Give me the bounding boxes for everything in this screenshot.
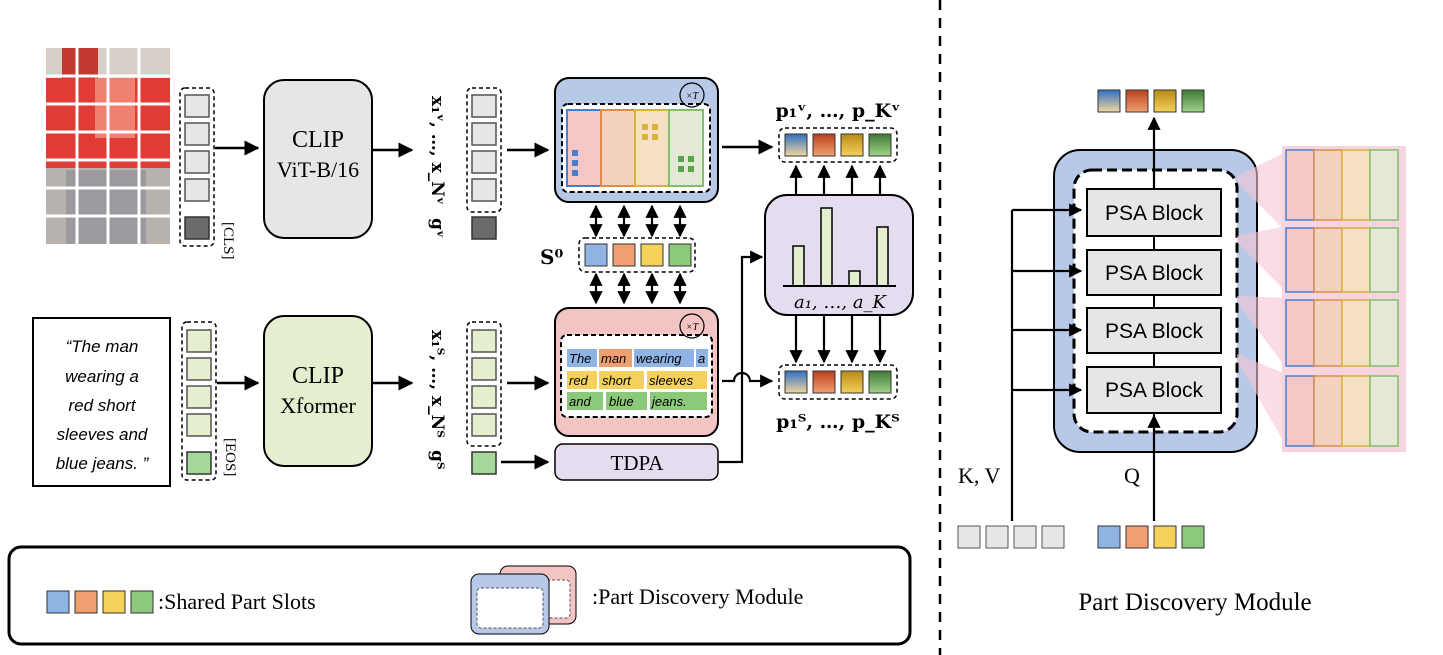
svg-text:PSA Block: PSA Block	[1105, 379, 1204, 402]
text-feature-label: x₁ᵀ, …, x_Nᵀ	[427, 330, 447, 438]
visual-global-label: gᵛ	[427, 218, 447, 238]
pdm-legend-label: :Part Discovery Module	[592, 584, 803, 609]
word-chip: red	[569, 373, 589, 388]
text-part-discovery-module: ×T The man wearing a red short sleeves a…	[554, 307, 719, 437]
visual-feature-label: x₁ᵛ, …, x_Nᵛ	[427, 96, 447, 205]
initial-part-slots: S⁰	[540, 237, 696, 273]
text-token-column	[181, 321, 217, 481]
svg-text:Xformer: Xformer	[280, 393, 356, 418]
svg-text:“The man: “The man	[66, 337, 139, 356]
caption-quote: “The man wearing a red short sleeves and…	[32, 317, 171, 487]
visual-features: x₁ᵛ, …, x_Nᵛ gᵛ	[427, 87, 502, 240]
pdm-output-tokens	[1097, 89, 1205, 113]
tdpa-box: TDPA	[554, 443, 719, 481]
pdm-detail-title: Part Discovery Module	[1078, 589, 1311, 616]
text-part-tokens: p₁ᵀ, …, p_Kᵀ	[776, 364, 900, 433]
attention-map-row	[1282, 372, 1406, 452]
query-slot-tokens	[1097, 525, 1205, 549]
cls-label: [CLS]	[220, 222, 236, 260]
eos-label: [EOS]	[222, 438, 238, 476]
attention-map-row	[1282, 296, 1406, 372]
svg-text:×T: ×T	[686, 322, 700, 333]
kv-tokens	[957, 525, 1065, 549]
word-chip: sleeves	[649, 373, 694, 388]
word-chip: and	[569, 394, 591, 409]
svg-text:S⁰: S⁰	[540, 245, 563, 269]
weights-label: a₁, …, a_K	[794, 292, 888, 313]
attention-map-row	[1282, 224, 1406, 298]
psa-block: PSA Block	[1086, 366, 1222, 414]
visual-part-tokens: p₁ᵛ, …, p_Kᵛ	[775, 100, 901, 163]
svg-text:PSA Block: PSA Block	[1105, 202, 1204, 225]
svg-text:red short: red short	[68, 396, 136, 415]
svg-text:CLIP: CLIP	[292, 127, 344, 153]
psa-block: PSA Block	[1086, 188, 1222, 237]
svg-text:CLIP: CLIP	[292, 363, 344, 389]
iteration-label: ×T	[686, 91, 700, 102]
person-image	[46, 48, 170, 244]
attention-map-row	[1282, 146, 1406, 226]
legend-box: :Shared Part Slots :Part Discovery Modul…	[7, 545, 912, 646]
shared-slots-legend-label: :Shared Part Slots	[158, 589, 316, 614]
svg-text:wearing a: wearing a	[65, 367, 139, 386]
kv-label: K, V	[958, 463, 1000, 488]
svg-text:p₁ᵛ, …, p_Kᵛ: p₁ᵛ, …, p_Kᵛ	[775, 100, 900, 122]
q-label: Q	[1124, 463, 1140, 488]
pdm-legend-icon	[470, 565, 577, 635]
svg-text:p₁ᵀ, …, p_Kᵀ: p₁ᵀ, …, p_Kᵀ	[776, 411, 900, 433]
svg-text:blue jeans. ”: blue jeans. ”	[56, 454, 150, 473]
word-chip: jeans.	[650, 394, 687, 409]
text-global-label: gᵀ	[427, 450, 447, 470]
word-chip: wearing	[636, 351, 682, 366]
word-chip: blue	[609, 394, 634, 409]
image-token-column	[179, 87, 215, 247]
word-chip: short	[602, 373, 632, 388]
attention-map-stacks	[1282, 146, 1406, 452]
word-chip: man	[601, 351, 626, 366]
visual-part-discovery-module: ×T	[554, 77, 719, 203]
part-weight-box: a₁, …, a_K	[764, 194, 914, 316]
svg-text:sleeves and: sleeves and	[57, 425, 148, 444]
word-chip: a	[698, 351, 705, 366]
word-chip: The	[569, 351, 591, 366]
attention-map-connectors	[1237, 152, 1286, 446]
clip-xformer-encoder: CLIP Xformer	[263, 315, 373, 467]
text-features: x₁ᵀ, …, x_Nᵀ gᵀ	[427, 321, 502, 475]
psa-block: PSA Block	[1086, 249, 1222, 296]
shared-slots-swatch	[46, 590, 154, 614]
svg-text:ViT-B/16: ViT-B/16	[277, 157, 359, 182]
clip-vit-encoder: CLIP ViT-B/16	[263, 79, 373, 239]
svg-text:PSA Block: PSA Block	[1105, 262, 1204, 285]
svg-text:TDPA: TDPA	[611, 451, 665, 475]
psa-block: PSA Block	[1086, 307, 1222, 354]
svg-text:PSA Block: PSA Block	[1105, 320, 1204, 343]
